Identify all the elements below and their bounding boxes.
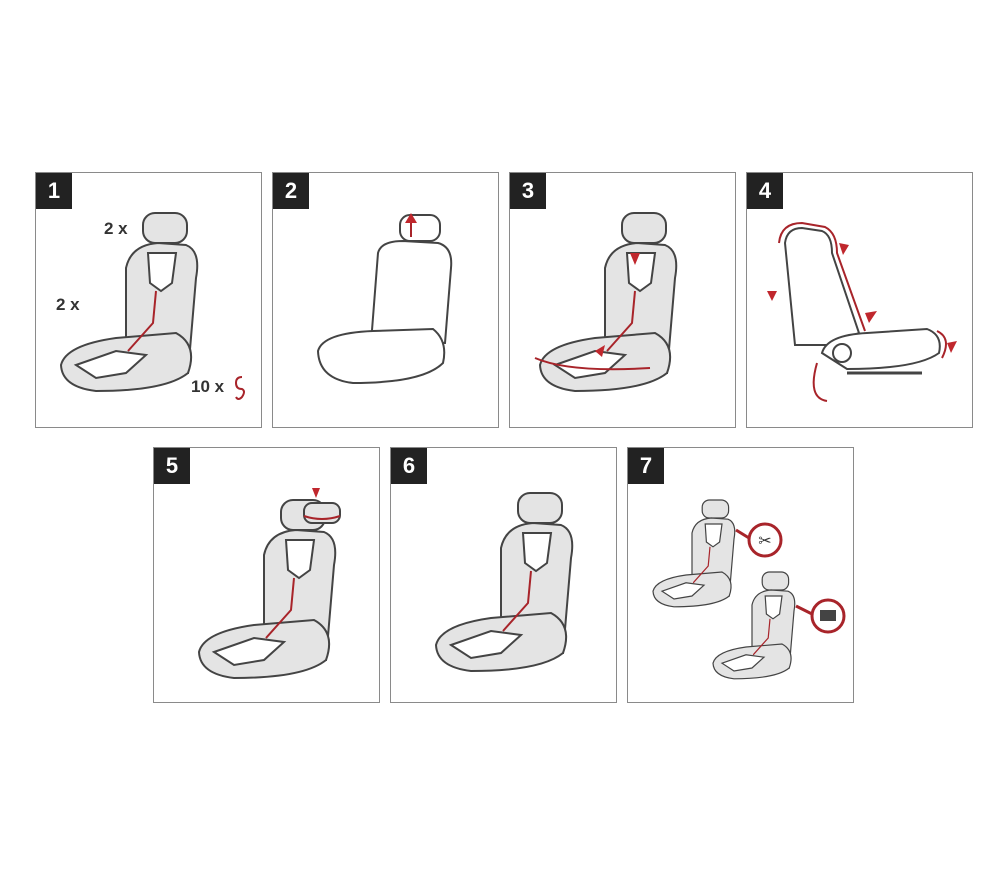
airbag-seam-illustration: ✂ xyxy=(652,499,846,680)
arrow-up-icon xyxy=(405,213,417,223)
finished-seat-illustration xyxy=(435,492,574,672)
step-4-panel: 4 xyxy=(746,172,973,428)
step-number-badge: 4 xyxy=(747,173,783,209)
step-number-badge: 5 xyxy=(154,448,190,484)
step-2-panel: 2 xyxy=(272,172,499,428)
step-3-panel: 3 xyxy=(509,172,736,428)
reinstall-headrest-illustration xyxy=(198,488,341,679)
attach-hooks-illustration xyxy=(767,221,957,402)
headrest-count: 2 x xyxy=(104,219,128,238)
step-number-badge: 3 xyxy=(510,173,546,209)
svg-text:✂: ✂ xyxy=(758,533,771,550)
arrow-down-icon xyxy=(630,253,640,265)
arrow-down-icon xyxy=(312,488,320,498)
fit-backrest-cover-illustration xyxy=(534,212,678,392)
seat-cover-set-illustration xyxy=(60,212,245,400)
step-number-badge: 1 xyxy=(36,173,72,209)
step-7-panel: 7 ✂ xyxy=(627,447,854,703)
scissors-icon xyxy=(747,522,783,558)
seat-count: 2 x xyxy=(56,295,80,314)
remove-headrest-illustration xyxy=(317,213,453,384)
step-number-badge: 2 xyxy=(273,173,309,209)
step-6-panel: 6 xyxy=(390,447,617,703)
arrow-left-icon xyxy=(595,345,605,357)
hook-icon xyxy=(234,376,245,400)
hook-count: 10 x xyxy=(191,377,225,396)
step-number-badge: 7 xyxy=(628,448,664,484)
step-1-panel: 1 2 x 2 x 10 x xyxy=(35,172,262,428)
step-number-badge: 6 xyxy=(391,448,427,484)
step-5-panel: 5 xyxy=(153,447,380,703)
